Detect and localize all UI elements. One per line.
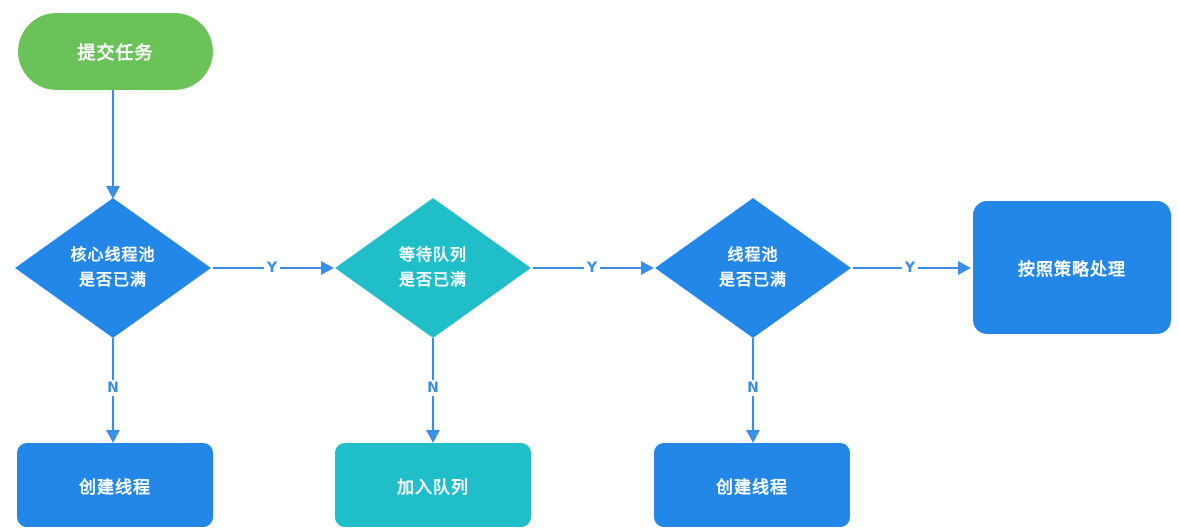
decision-core-pool-full: 核心线程池 是否已满 bbox=[15, 198, 211, 338]
edge-label-yes-3: Y bbox=[901, 260, 919, 276]
process-create-thread-2-label: 创建线程 bbox=[716, 477, 788, 498]
edge-label-no-2: N bbox=[424, 380, 442, 396]
decision-pool-full: 线程池 是否已满 bbox=[655, 198, 851, 338]
arrowhead-right-icon bbox=[641, 261, 654, 275]
decision-wait-queue-full: 等待队列 是否已满 bbox=[335, 198, 531, 338]
process-handle-by-policy: 按照策略处理 bbox=[973, 201, 1171, 334]
arrowhead-down-icon bbox=[746, 430, 760, 443]
edge-label-yes-2: Y bbox=[583, 260, 601, 276]
process-create-thread-1: 创建线程 bbox=[17, 443, 213, 527]
edge-label-yes-1: Y bbox=[263, 260, 281, 276]
decision-core-pool-label: 核心线程池 是否已满 bbox=[70, 245, 156, 289]
arrowhead-down-icon bbox=[106, 430, 120, 443]
start-node-submit-task: 提交任务 bbox=[18, 13, 213, 90]
start-node-label: 提交任务 bbox=[77, 42, 154, 64]
process-join-queue-label: 加入队列 bbox=[397, 477, 469, 498]
decision-pool-label: 线程池 是否已满 bbox=[718, 245, 787, 289]
decision-wait-queue-label: 等待队列 是否已满 bbox=[398, 245, 467, 289]
process-handle-by-policy-label: 按照策略处理 bbox=[1018, 260, 1126, 280]
arrowhead-right-icon bbox=[321, 261, 334, 275]
arrowhead-down-icon bbox=[106, 186, 120, 199]
arrowhead-right-icon bbox=[958, 261, 971, 275]
arrow-start-to-core-decision bbox=[112, 90, 114, 187]
process-join-queue: 加入队列 bbox=[335, 443, 531, 527]
arrowhead-down-icon bbox=[426, 430, 440, 443]
process-create-thread-1-label: 创建线程 bbox=[79, 477, 151, 498]
process-create-thread-2: 创建线程 bbox=[654, 443, 850, 527]
edge-label-no-3: N bbox=[744, 380, 762, 396]
edge-label-no-1: N bbox=[104, 380, 122, 396]
